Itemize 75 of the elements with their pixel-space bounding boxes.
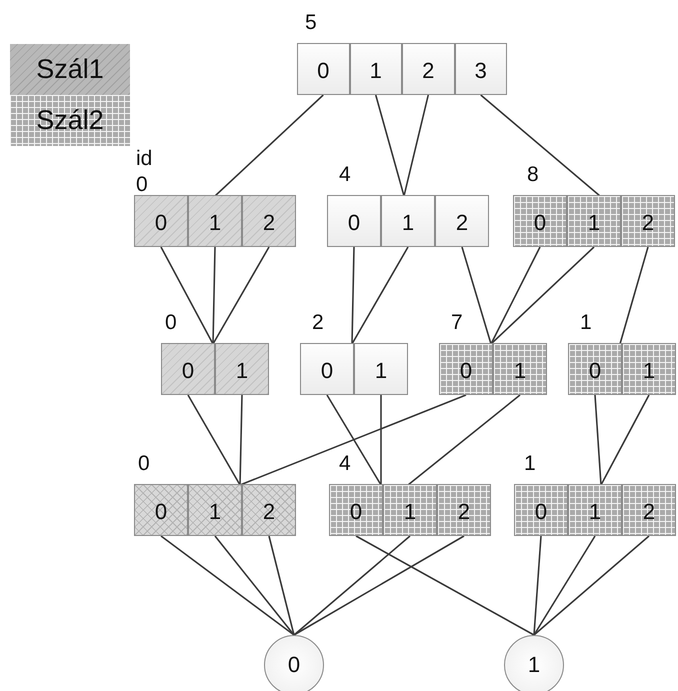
array-slot: 0 <box>439 343 493 395</box>
array-slot: 1 <box>383 484 437 536</box>
record-id-label: 5 <box>305 10 318 36</box>
connector-line <box>533 536 542 636</box>
array-slot: 0 <box>134 484 188 536</box>
array-slot: 0 <box>300 343 354 395</box>
connector-line <box>268 536 295 636</box>
array-slot: 0 <box>329 484 383 536</box>
connector-line <box>480 94 601 197</box>
connector-line <box>600 394 650 486</box>
connector-line <box>212 246 216 344</box>
array-slot: 1 <box>567 195 621 247</box>
array-slot: 2 <box>242 195 296 247</box>
record-id-label: 0 <box>165 310 178 336</box>
connector-line <box>594 394 602 486</box>
array-slot: 0 <box>568 343 622 395</box>
array-slot: 0 <box>161 343 215 395</box>
array-slot: 2 <box>435 195 489 247</box>
array-slot: 1 <box>188 484 242 536</box>
connector-line <box>214 94 324 197</box>
connector-line <box>351 246 409 344</box>
array-slot: 3 <box>454 43 507 95</box>
record-id-label: 7 <box>451 310 464 336</box>
array-slot: 0 <box>513 195 567 247</box>
array-slot: 2 <box>621 195 675 247</box>
connector-line <box>212 246 270 344</box>
array-slot: 1 <box>381 195 435 247</box>
connector-line <box>239 394 243 486</box>
connector-line <box>403 94 430 196</box>
record-id-label: 8 <box>527 162 540 188</box>
record-id-label: 0 <box>138 451 151 477</box>
array-slot: 0 <box>327 195 381 247</box>
array-slot: 1 <box>493 343 547 395</box>
connector-line <box>294 535 464 636</box>
connector-line <box>461 246 492 344</box>
connector-line <box>160 246 214 344</box>
array-slot: 0 <box>134 195 188 247</box>
array-slot: 2 <box>437 484 491 536</box>
connector-line <box>490 246 541 344</box>
connector-line <box>351 246 355 344</box>
record-id-label: 4 <box>339 451 352 477</box>
legend-label: Szál1 <box>36 54 104 85</box>
connector-line <box>293 535 411 636</box>
connector-line <box>380 395 382 485</box>
connector-line <box>240 394 466 486</box>
array-slot: 0 <box>514 484 568 536</box>
array-slot: 1 <box>188 195 242 247</box>
array-slot: 1 <box>622 343 676 395</box>
record-id-label: 1 <box>580 310 593 336</box>
array-slot: 2 <box>402 43 454 95</box>
array-slot: 2 <box>622 484 676 536</box>
array-slot: 0 <box>297 43 350 95</box>
terminal-circle: 0 <box>264 635 324 691</box>
connector-line <box>533 535 650 636</box>
connector-line <box>490 246 595 345</box>
connector-line <box>533 536 596 636</box>
connector-line <box>374 94 405 196</box>
legend-label: Szál2 <box>36 105 104 136</box>
array-slot: 1 <box>215 343 269 395</box>
record-id-label: 4 <box>339 162 352 188</box>
array-slot: 1 <box>568 484 622 536</box>
record-id-label: 1 <box>524 451 537 477</box>
connector-line <box>214 536 295 636</box>
terminal-circle: 1 <box>504 635 564 691</box>
record-id-label: id 0 <box>136 146 154 198</box>
connector-line <box>619 246 649 344</box>
record-id-label: 2 <box>312 310 325 336</box>
array-slot: 1 <box>350 43 402 95</box>
connector-line <box>408 394 520 486</box>
array-slot: 2 <box>242 484 296 536</box>
connector-line <box>326 394 382 486</box>
connector-line <box>356 535 534 636</box>
connector-line <box>187 394 241 486</box>
array-slot: 1 <box>354 343 408 395</box>
connector-line <box>160 535 294 636</box>
